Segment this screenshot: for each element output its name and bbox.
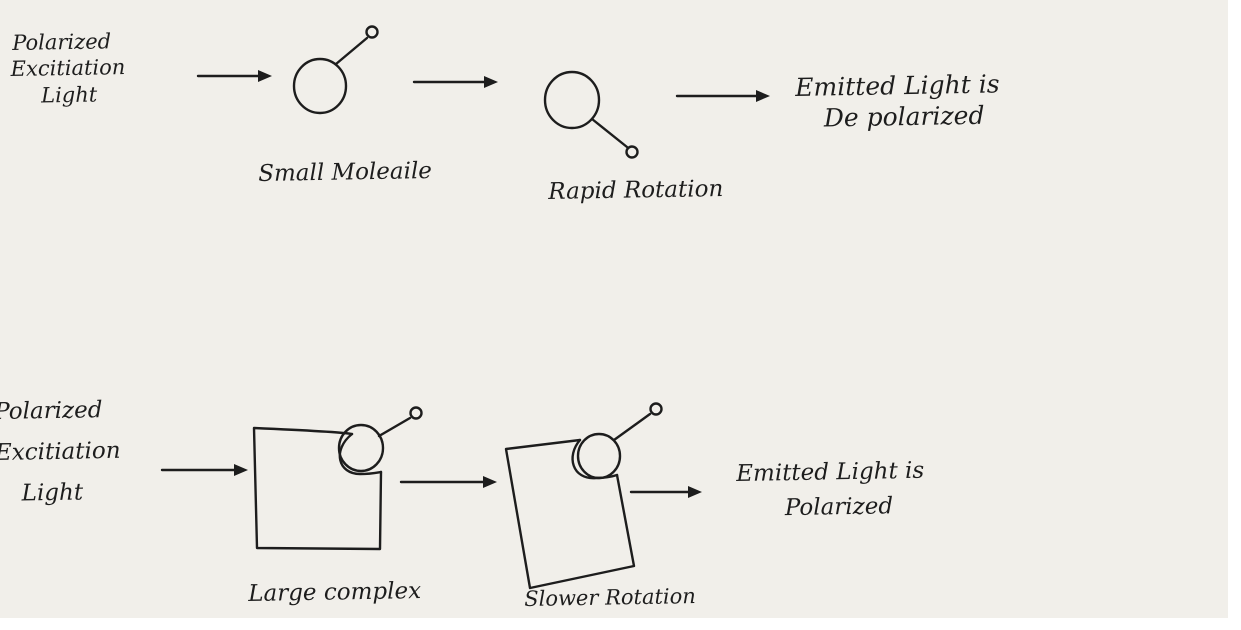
top-input-line-3: Light (40, 82, 98, 107)
bottom-output-arrow (629, 486, 702, 498)
bottom-input-label: Polarized Excitiation Light (0, 396, 121, 508)
top-input-label: Polarized Excitiation Light (10, 28, 126, 109)
bottom-middle-arrow (399, 476, 497, 488)
slower-complex-shape (504, 402, 663, 590)
bottom-input-line-3: Light (21, 478, 84, 507)
bottom-input-arrow (160, 464, 248, 476)
right-margin (1228, 0, 1241, 630)
bottom-output-label: Emitted Light is Polarized (736, 457, 925, 524)
bottom-output-line-2: Polarized (784, 493, 894, 521)
slower-rotation-label: Slower Rotation (524, 584, 697, 611)
top-output-line-1: Emitted Light is (795, 69, 1000, 102)
large-complex-shape (252, 406, 423, 551)
top-middle-arrow (412, 76, 498, 88)
rotated-molecule-shape (543, 70, 639, 159)
small-molecule-label: Small Moleaile (258, 157, 433, 187)
bottom-output-line-1: Emitted Light is (736, 457, 925, 487)
top-output-label: Emitted Light is De polarized (795, 68, 1000, 134)
large-complex-label: Large complex (248, 577, 422, 607)
small-molecule-shape (292, 25, 379, 115)
top-input-line-1: Polarized (12, 29, 112, 55)
top-output-line-2: De polarized (823, 100, 985, 133)
bottom-input-line-2: Excitiation (0, 437, 121, 466)
top-output-arrow (675, 90, 770, 102)
bottom-margin (0, 618, 1241, 630)
rapid-rotation-label: Rapid Rotation (548, 175, 724, 205)
top-input-arrow (196, 70, 272, 82)
top-input-line-2: Excitiation (10, 55, 126, 82)
bottom-input-line-1: Polarized (0, 397, 103, 425)
